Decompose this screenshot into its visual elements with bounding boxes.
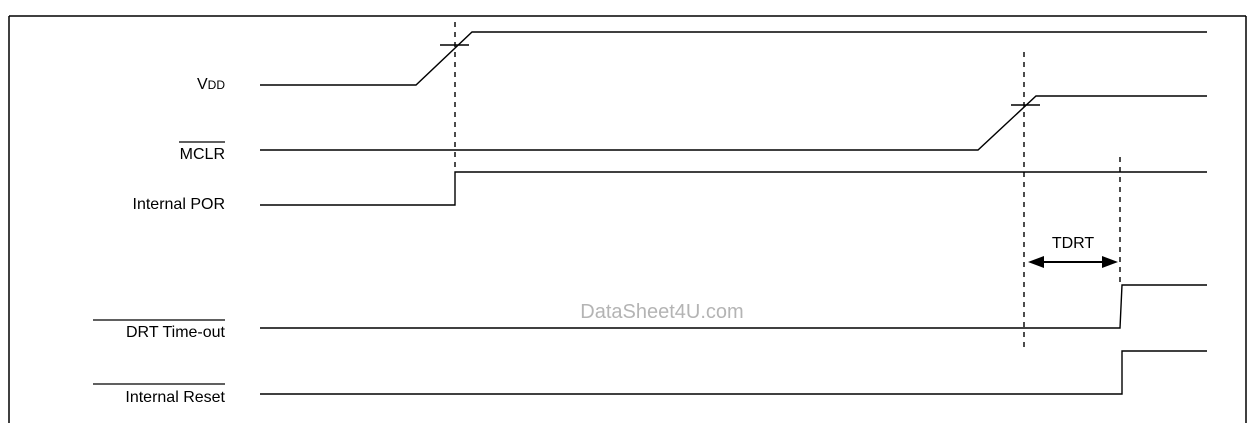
diagram-frame <box>8 15 1247 423</box>
tdrt-label: TDRT <box>1052 235 1095 252</box>
internal-reset-waveform <box>260 350 1207 395</box>
mclr-label: MCLR <box>180 146 225 163</box>
internal-reset-label: Internal Reset <box>125 389 225 406</box>
vdd-label: VDD <box>197 76 225 93</box>
drt-timeout-label: DRT Time-out <box>126 324 226 341</box>
drt-timeout-waveform <box>260 284 1207 329</box>
mclr-waveform <box>260 95 1207 151</box>
tdrt-arrow <box>1028 256 1118 268</box>
vdd-waveform <box>260 31 1207 86</box>
internal-por-waveform <box>260 171 1207 206</box>
internal-por-label: Internal POR <box>133 196 225 213</box>
watermark-text: DataSheet4U.com <box>580 301 743 323</box>
